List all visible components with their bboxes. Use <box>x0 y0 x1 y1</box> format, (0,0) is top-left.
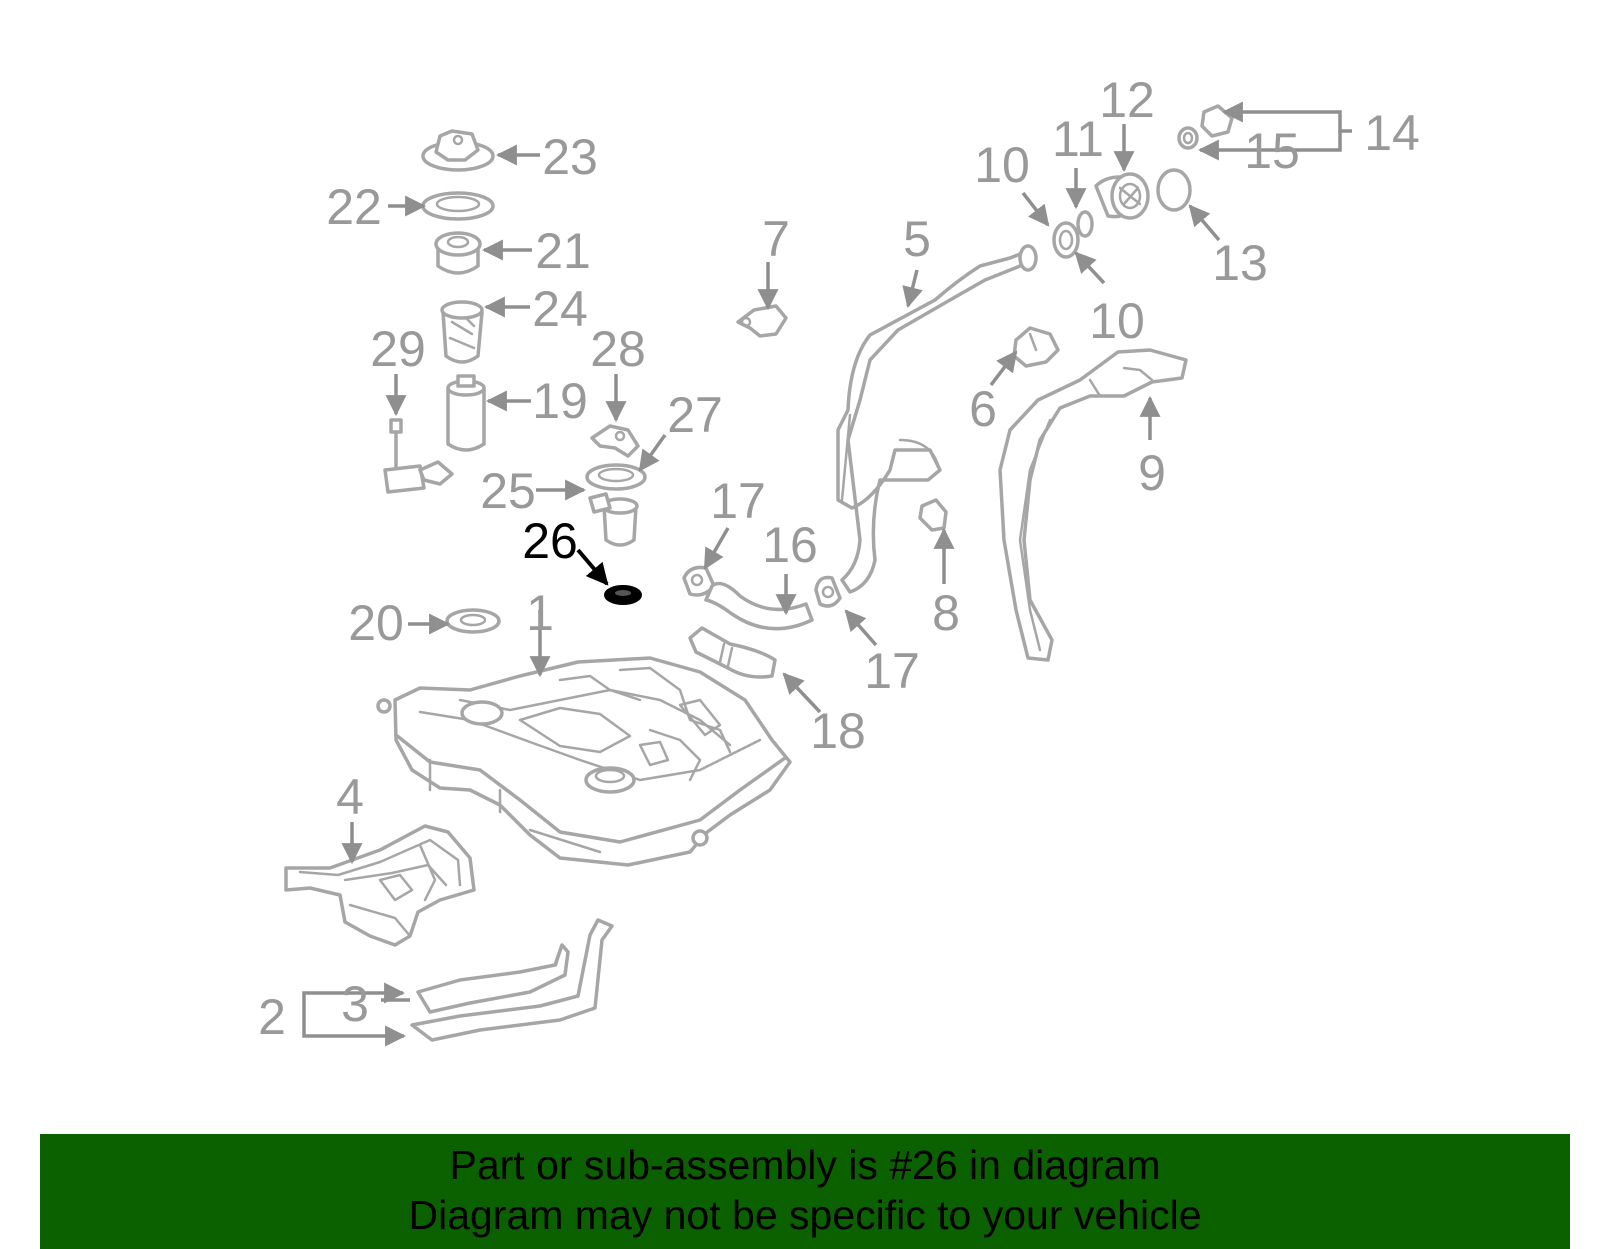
label-part-23: 23 <box>542 129 598 185</box>
part-20-ring[interactable] <box>445 608 501 634</box>
label-part-15: 15 <box>1244 123 1300 179</box>
label-part-16: 16 <box>762 517 818 573</box>
label-part-13: 13 <box>1212 235 1268 291</box>
label-part-25: 25 <box>480 463 536 519</box>
part-23-cover[interactable] <box>421 129 495 172</box>
label-part-4: 4 <box>336 769 364 825</box>
label-part-20: 20 <box>348 595 404 651</box>
part-8-clip[interactable] <box>918 498 948 532</box>
part-5-filler-pipe[interactable] <box>836 244 1038 594</box>
label-part-17-bottom: 17 <box>864 643 920 699</box>
part-21-ring[interactable] <box>434 231 482 275</box>
label-part-8: 8 <box>932 585 960 641</box>
label-part-24: 24 <box>532 281 588 337</box>
label-part-27: 27 <box>667 387 723 443</box>
part-4-protector[interactable] <box>284 824 476 947</box>
label-part-6: 6 <box>969 381 997 437</box>
info-banner: Part or sub-assembly is #26 in diagram D… <box>40 1134 1570 1249</box>
label-part-9: 9 <box>1138 445 1166 501</box>
part-22-gasket[interactable] <box>421 191 495 221</box>
part-19-fuel-pump[interactable] <box>446 374 486 452</box>
part-17-clamp-right[interactable] <box>814 575 842 608</box>
label-part-26: 26 <box>522 513 578 569</box>
part-28-clip[interactable] <box>590 424 640 458</box>
part-9-protector[interactable] <box>998 348 1188 662</box>
fuel-system-parts-diagram: 1 2 3 4 5 6 7 8 9 10 10 11 12 13 14 15 1… <box>258 72 1420 1047</box>
part-29-sender[interactable] <box>383 418 454 494</box>
banner-line-part-info: Part or sub-assembly is #26 in diagram <box>449 1142 1161 1188</box>
part-1-fuel-tank[interactable] <box>376 656 792 867</box>
part-13-oring[interactable] <box>1156 168 1192 212</box>
leader-lines <box>302 101 1352 1047</box>
part-labels: 1 2 3 4 5 6 7 8 9 10 10 11 12 13 14 15 1… <box>258 72 1420 1045</box>
part-7-clamp[interactable] <box>736 304 788 338</box>
label-part-1: 1 <box>526 585 554 641</box>
label-part-11: 11 <box>1052 111 1104 167</box>
label-part-5: 5 <box>903 211 931 267</box>
label-part-2: 2 <box>258 989 286 1045</box>
label-part-21: 21 <box>535 223 591 279</box>
part-15-cap-gasket[interactable] <box>1177 126 1199 150</box>
label-part-7: 7 <box>762 211 790 267</box>
part-26-highlighted[interactable] <box>604 585 642 605</box>
part-27-gasket[interactable] <box>585 463 647 491</box>
label-part-17-top: 17 <box>710 473 766 529</box>
label-part-28: 28 <box>590 321 646 377</box>
label-part-10-bottom: 10 <box>1089 293 1145 349</box>
part-10-grommet[interactable] <box>1052 221 1080 259</box>
part-2-3-tank-straps[interactable] <box>410 918 614 1042</box>
part-16-hose[interactable] <box>704 581 814 631</box>
part-11-clamp[interactable] <box>1076 210 1094 238</box>
part-25-module[interactable] <box>588 492 639 547</box>
part-12-filler-neck[interactable] <box>1094 172 1150 220</box>
part-6-bracket[interactable] <box>1012 326 1060 368</box>
label-part-3: 3 <box>341 976 369 1032</box>
label-part-10-top: 10 <box>974 137 1030 193</box>
part-24-filter[interactable] <box>440 300 484 364</box>
label-part-19: 19 <box>532 373 588 429</box>
label-part-29: 29 <box>370 321 426 377</box>
label-part-14: 14 <box>1364 105 1420 161</box>
banner-line-disclaimer: Diagram may not be specific to your vehi… <box>408 1192 1202 1238</box>
part-18-hose[interactable] <box>688 626 777 679</box>
label-part-18: 18 <box>810 703 866 759</box>
label-part-12: 12 <box>1099 72 1155 128</box>
label-part-22: 22 <box>326 179 382 235</box>
